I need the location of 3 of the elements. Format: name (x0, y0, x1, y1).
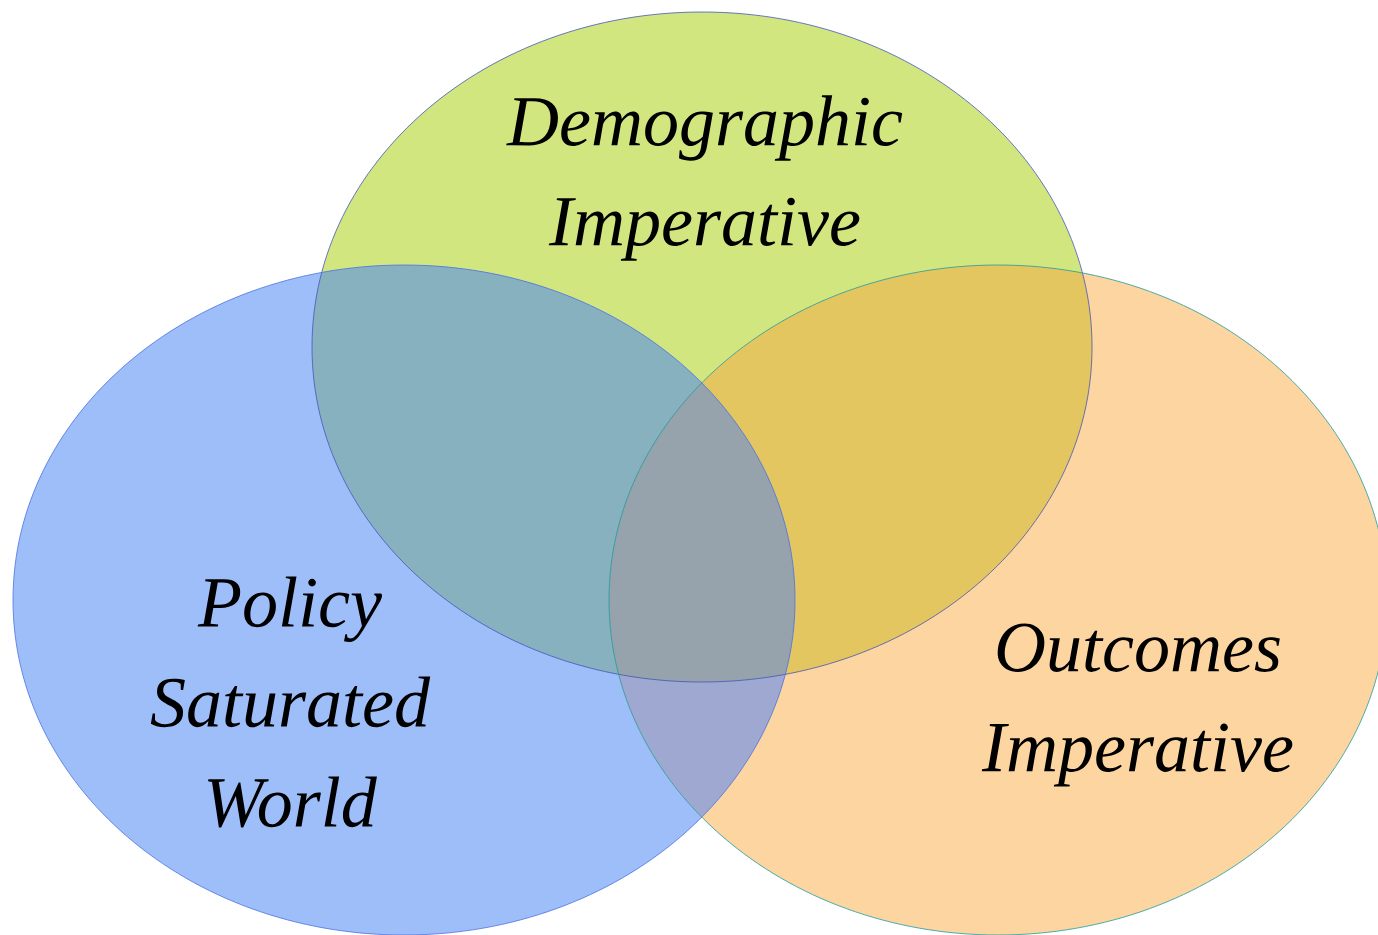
ellipse-label: Demographic Imperative (506, 95, 903, 261)
ellipse-label: Policy Saturated World (150, 576, 431, 828)
ellipse-label: Outcomes Imperative (981, 623, 1293, 787)
